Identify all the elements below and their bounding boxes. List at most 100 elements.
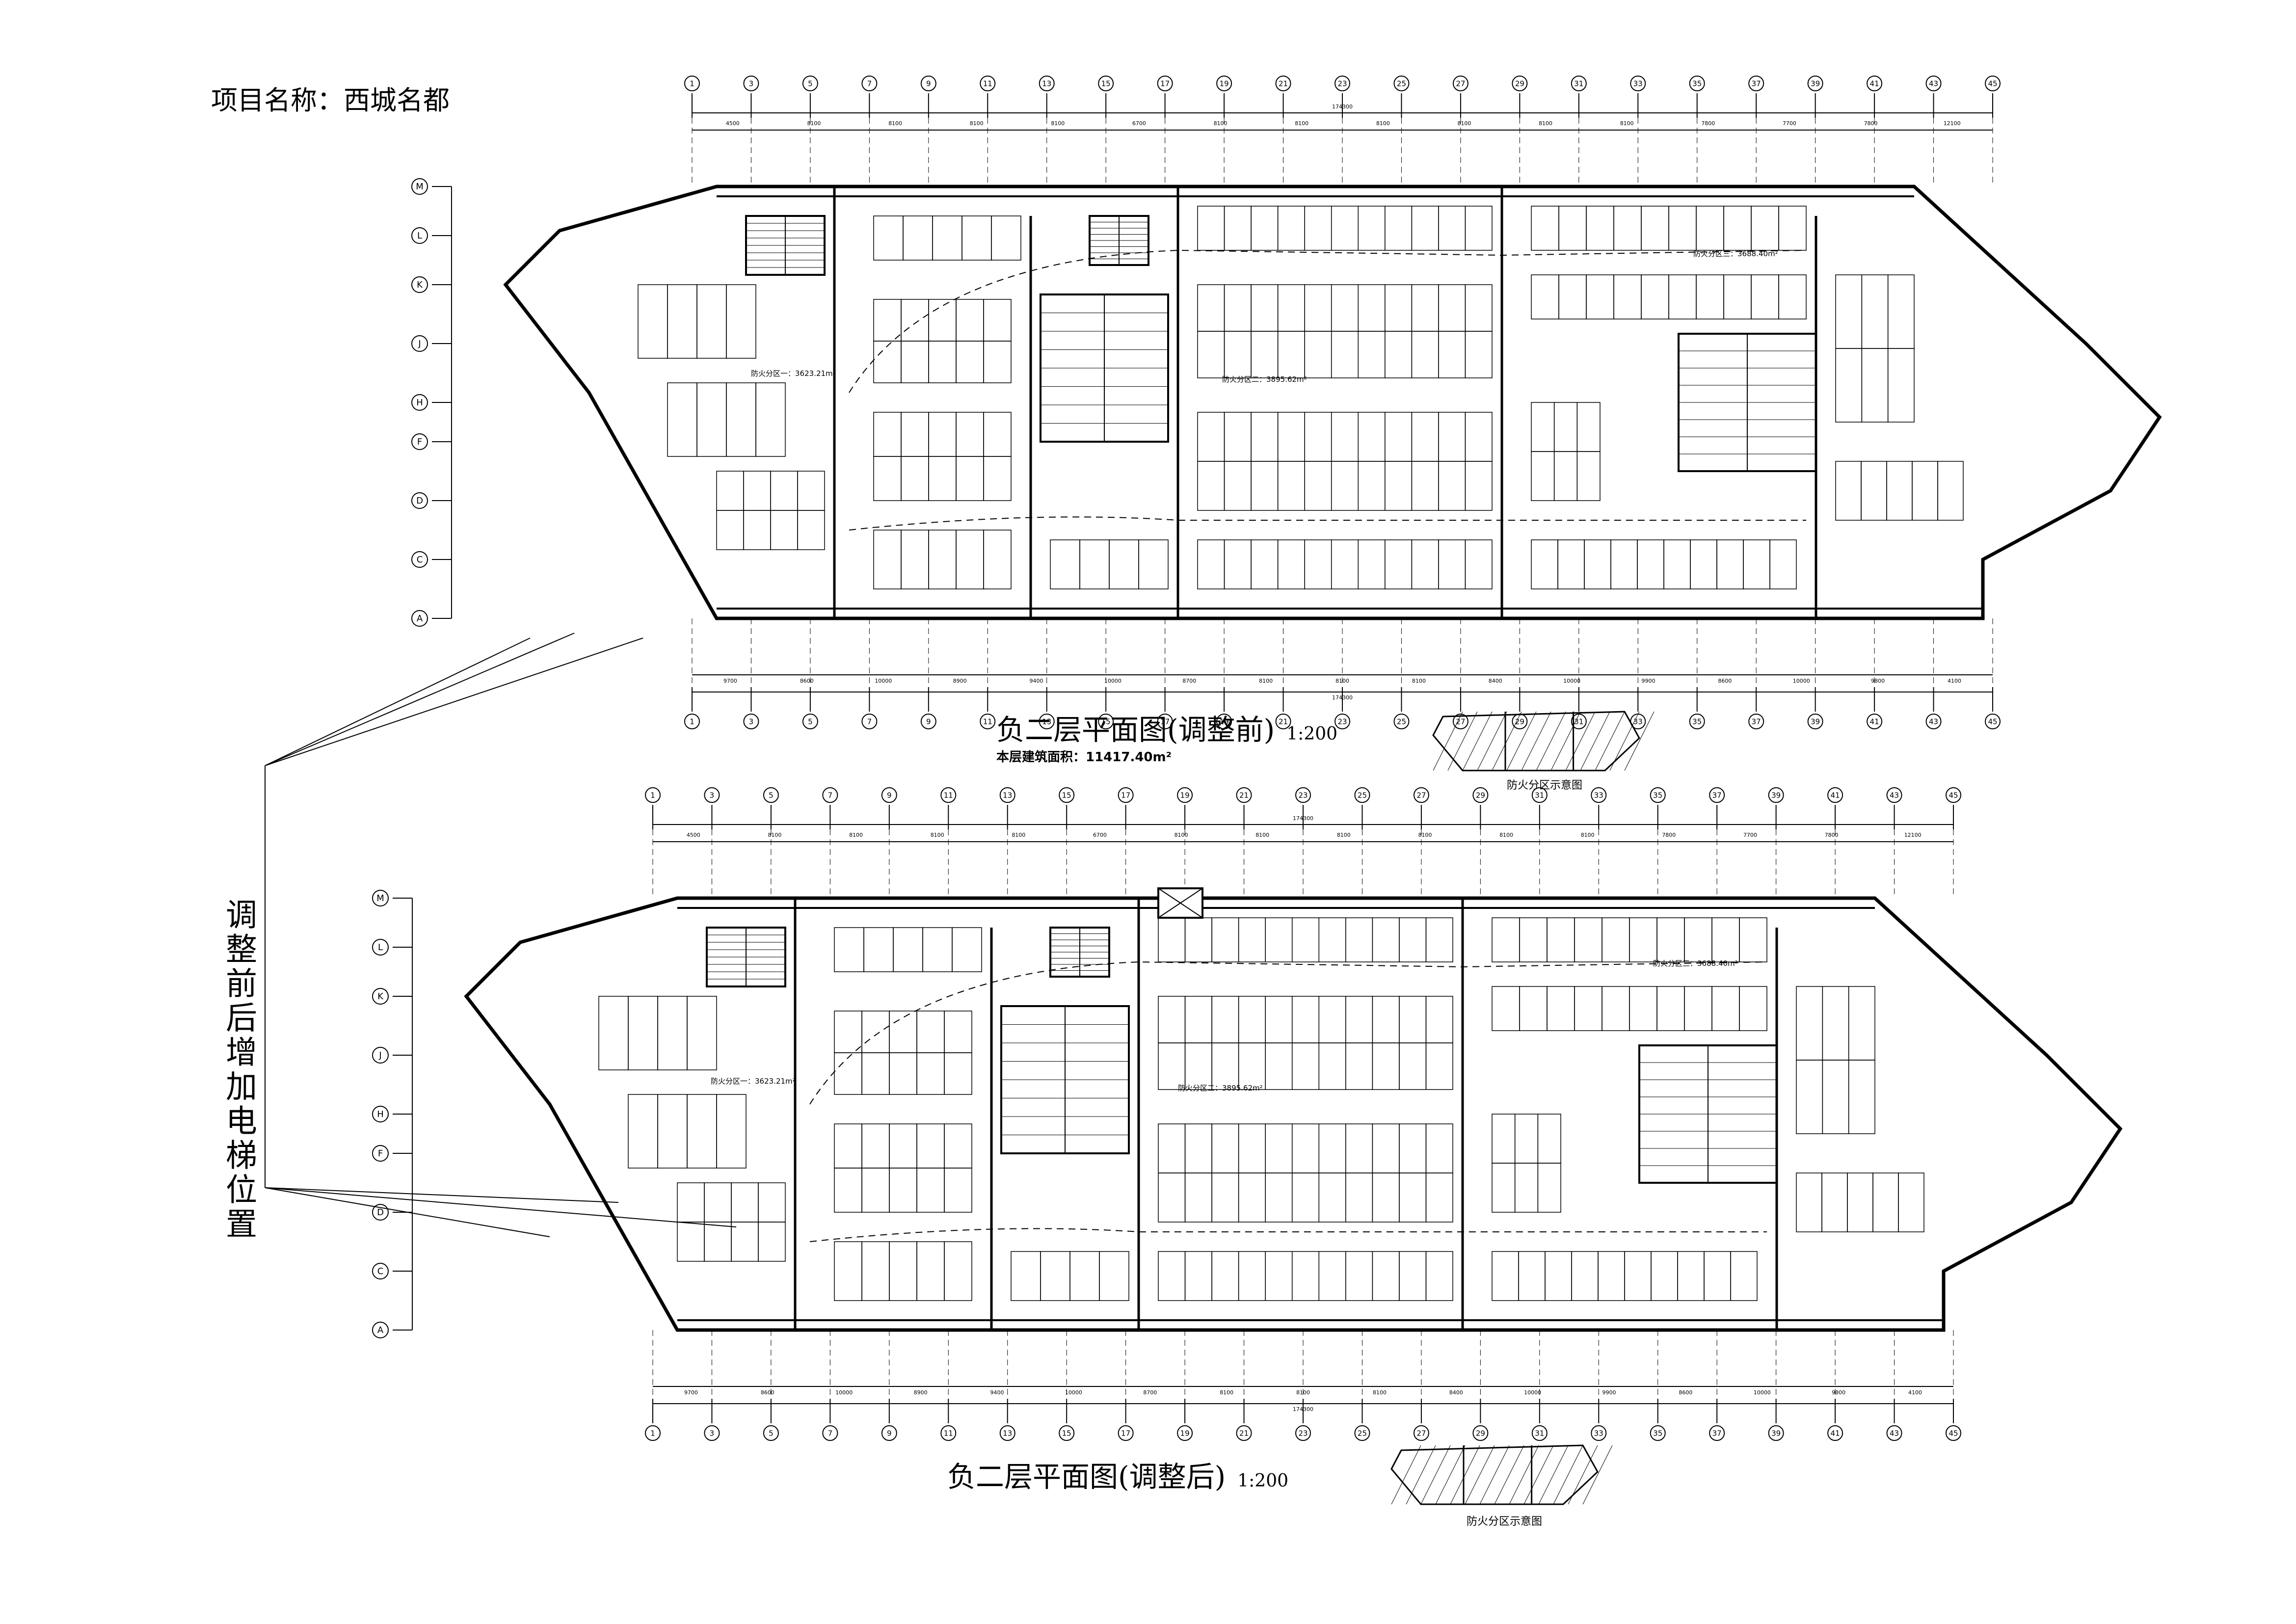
top-dimension-1: 8100 — [807, 120, 821, 127]
parking-stall — [677, 1222, 705, 1262]
parking-stall — [1251, 206, 1279, 251]
parking-stall — [704, 1222, 732, 1262]
col-axis-label-bottom-29: 29 — [1476, 1429, 1485, 1438]
parking-stall — [1425, 996, 1453, 1043]
parking-stall — [1696, 274, 1724, 319]
parking-stall — [1291, 1251, 1320, 1301]
parking-stall — [861, 1011, 890, 1053]
parking-stall — [657, 996, 688, 1070]
col-axis-label-top-11: 11 — [944, 791, 953, 800]
parking-stall — [1553, 451, 1578, 501]
parking-stall — [1425, 917, 1453, 962]
legend-hatch — [1609, 711, 1640, 771]
parking-stall — [1385, 412, 1413, 462]
fire-zone-legend-after — [1390, 1444, 1613, 1505]
parking-stall — [1291, 1042, 1320, 1090]
parking-stall — [916, 1123, 945, 1169]
col-axis-bubble-bottom-37 — [1748, 714, 1764, 729]
parking-stall — [834, 1241, 862, 1301]
col-axis-label-bottom-19: 19 — [1180, 1429, 1190, 1438]
parking-stall — [1304, 284, 1332, 332]
col-axis-label-top-5: 5 — [769, 791, 774, 800]
col-axis-bubble-top-37 — [1748, 76, 1764, 91]
col-axis-label-top-7: 7 — [867, 80, 872, 88]
parking-stall — [1438, 206, 1466, 251]
parking-stall — [1385, 539, 1413, 589]
parking-stall — [1197, 412, 1225, 462]
parking-stall — [1318, 996, 1346, 1043]
parking-stall — [1277, 331, 1305, 378]
parking-stall — [628, 1094, 658, 1169]
col-axis-label-top-45: 45 — [1949, 791, 1958, 800]
col-axis-bubble-bottom-23 — [1295, 1425, 1311, 1441]
parking-stall — [1184, 1172, 1212, 1223]
parking-stall — [1304, 206, 1332, 251]
col-axis-bubble-top-27 — [1413, 787, 1429, 803]
parking-stall — [1358, 206, 1386, 251]
parking-stall — [1547, 986, 1575, 1031]
row-axis-bubble-F — [372, 1145, 389, 1162]
legend-hatch — [1624, 711, 1655, 771]
col-axis-bubble-bottom-13 — [1039, 714, 1055, 729]
parking-stall — [834, 1011, 862, 1053]
bottom-dimension-13: 8600 — [1679, 1389, 1692, 1396]
parking-stall — [1576, 402, 1601, 452]
bottom-dimension-9: 8100 — [1412, 678, 1426, 684]
parking-stall — [1011, 1251, 1041, 1301]
parking-stall — [1399, 1123, 1427, 1173]
col-axis-bubble-bottom-5 — [802, 714, 818, 729]
bottom-dimension-3: 8900 — [953, 678, 967, 684]
col-axis-bubble-top-35 — [1650, 787, 1666, 803]
parking-stall — [944, 1011, 972, 1053]
parking-stall — [1872, 1172, 1899, 1232]
row-axis-bubble-D — [411, 492, 428, 509]
col-axis-label-top-23: 23 — [1298, 791, 1308, 800]
parking-stall — [1558, 274, 1587, 319]
parking-stall — [901, 530, 929, 589]
legend-hatch — [1465, 1445, 1495, 1505]
parking-stall — [928, 456, 957, 501]
parking-stall — [1251, 331, 1279, 378]
top-dimension-1: 8100 — [768, 832, 781, 838]
parking-stall — [1465, 331, 1493, 378]
col-axis-label-bottom-11: 11 — [983, 718, 992, 726]
col-axis-bubble-bottom-25 — [1354, 1425, 1370, 1441]
col-axis-label-top-13: 13 — [1042, 80, 1051, 88]
parking-stall — [1385, 206, 1413, 251]
parking-stall — [687, 1094, 717, 1169]
parking-stall — [1492, 917, 1520, 962]
parking-stall — [983, 530, 1012, 589]
parking-stall — [770, 510, 798, 550]
parking-stall — [1331, 461, 1359, 511]
parking-stall — [916, 1241, 945, 1301]
col-axis-bubble-top-21 — [1236, 787, 1252, 803]
parking-stall — [956, 341, 984, 383]
col-axis-label-top-9: 9 — [887, 791, 892, 800]
parking-stall — [1696, 206, 1724, 251]
row-axis-label-C: C — [417, 555, 423, 565]
col-axis-label-top-33: 33 — [1594, 791, 1603, 800]
col-axis-bubble-bottom-11 — [940, 1425, 957, 1441]
col-axis-bubble-bottom-31 — [1531, 1425, 1548, 1441]
parking-stall — [916, 1168, 945, 1213]
parking-stall — [1372, 996, 1400, 1043]
col-axis-bubble-bottom-7 — [861, 714, 878, 729]
legend-hatch — [1595, 711, 1625, 771]
col-axis-label-top-21: 21 — [1279, 80, 1288, 88]
col-axis-label-bottom-9: 9 — [926, 718, 931, 726]
zone-label-after-1: 防火分区一：3623.21m² — [711, 1077, 796, 1086]
col-axis-bubble-bottom-37 — [1709, 1425, 1725, 1441]
legend-caption-before: 防火分区示意图 — [1507, 779, 1583, 792]
col-axis-label-bottom-25: 25 — [1397, 718, 1406, 726]
parking-stall — [1656, 986, 1685, 1031]
parking-stall — [1861, 461, 1887, 521]
parking-stall — [1197, 539, 1225, 589]
parking-stall — [1158, 996, 1186, 1043]
parking-stall — [1778, 206, 1807, 251]
parking-stall — [1265, 996, 1293, 1043]
legend-hatch — [1509, 1445, 1539, 1505]
parking-stall — [944, 1052, 972, 1095]
parking-stall — [1331, 284, 1359, 332]
row-axis-bubble-J — [411, 335, 428, 352]
zone-label-before-1: 防火分区一：3623.21m² — [751, 369, 836, 378]
